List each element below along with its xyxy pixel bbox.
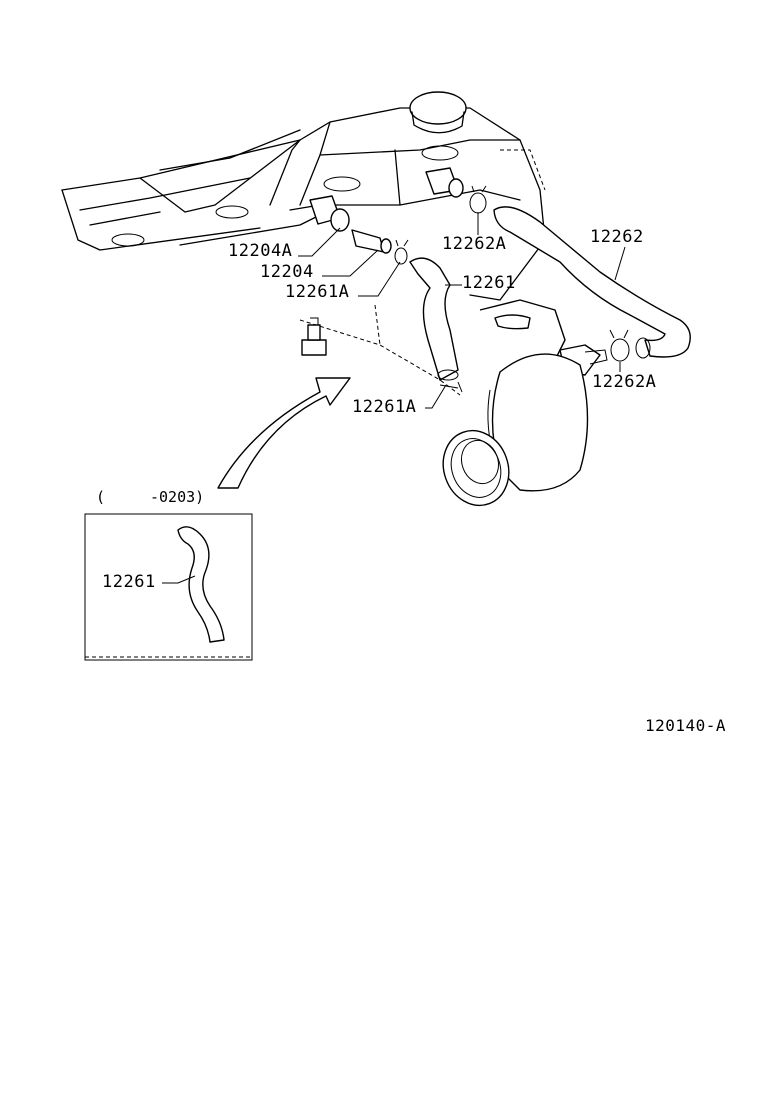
inset-box	[84, 513, 253, 661]
callout-12261: 12261	[462, 273, 516, 293]
inset-part-label: 12261	[102, 572, 156, 592]
callout-12262A-top: 12262A	[442, 234, 507, 254]
pcv-valve-assembly	[309, 195, 409, 265]
inset-caption-open: (	[96, 488, 106, 506]
callout-12262: 12262	[590, 227, 644, 247]
callout-12261A-top: 12261A	[285, 282, 350, 302]
inset-caption-range: -0203)	[150, 488, 205, 506]
direction-arrow	[217, 377, 351, 489]
engine-head-cover	[61, 91, 546, 396]
hose-12262	[493, 206, 691, 362]
leader-lines	[298, 212, 626, 409]
callout-12262A-right: 12262A	[592, 372, 657, 392]
callout-12204: 12204	[260, 262, 314, 282]
upper-port-and-clamp	[425, 167, 487, 214]
hose-12261	[409, 257, 463, 393]
breather-nipple	[301, 317, 327, 356]
callout-12204A: 12204A	[228, 241, 293, 261]
callout-12261A-bottom: 12261A	[352, 397, 417, 417]
diagram-reference-number: 120140-A	[645, 716, 727, 735]
intake-connector	[442, 299, 608, 507]
